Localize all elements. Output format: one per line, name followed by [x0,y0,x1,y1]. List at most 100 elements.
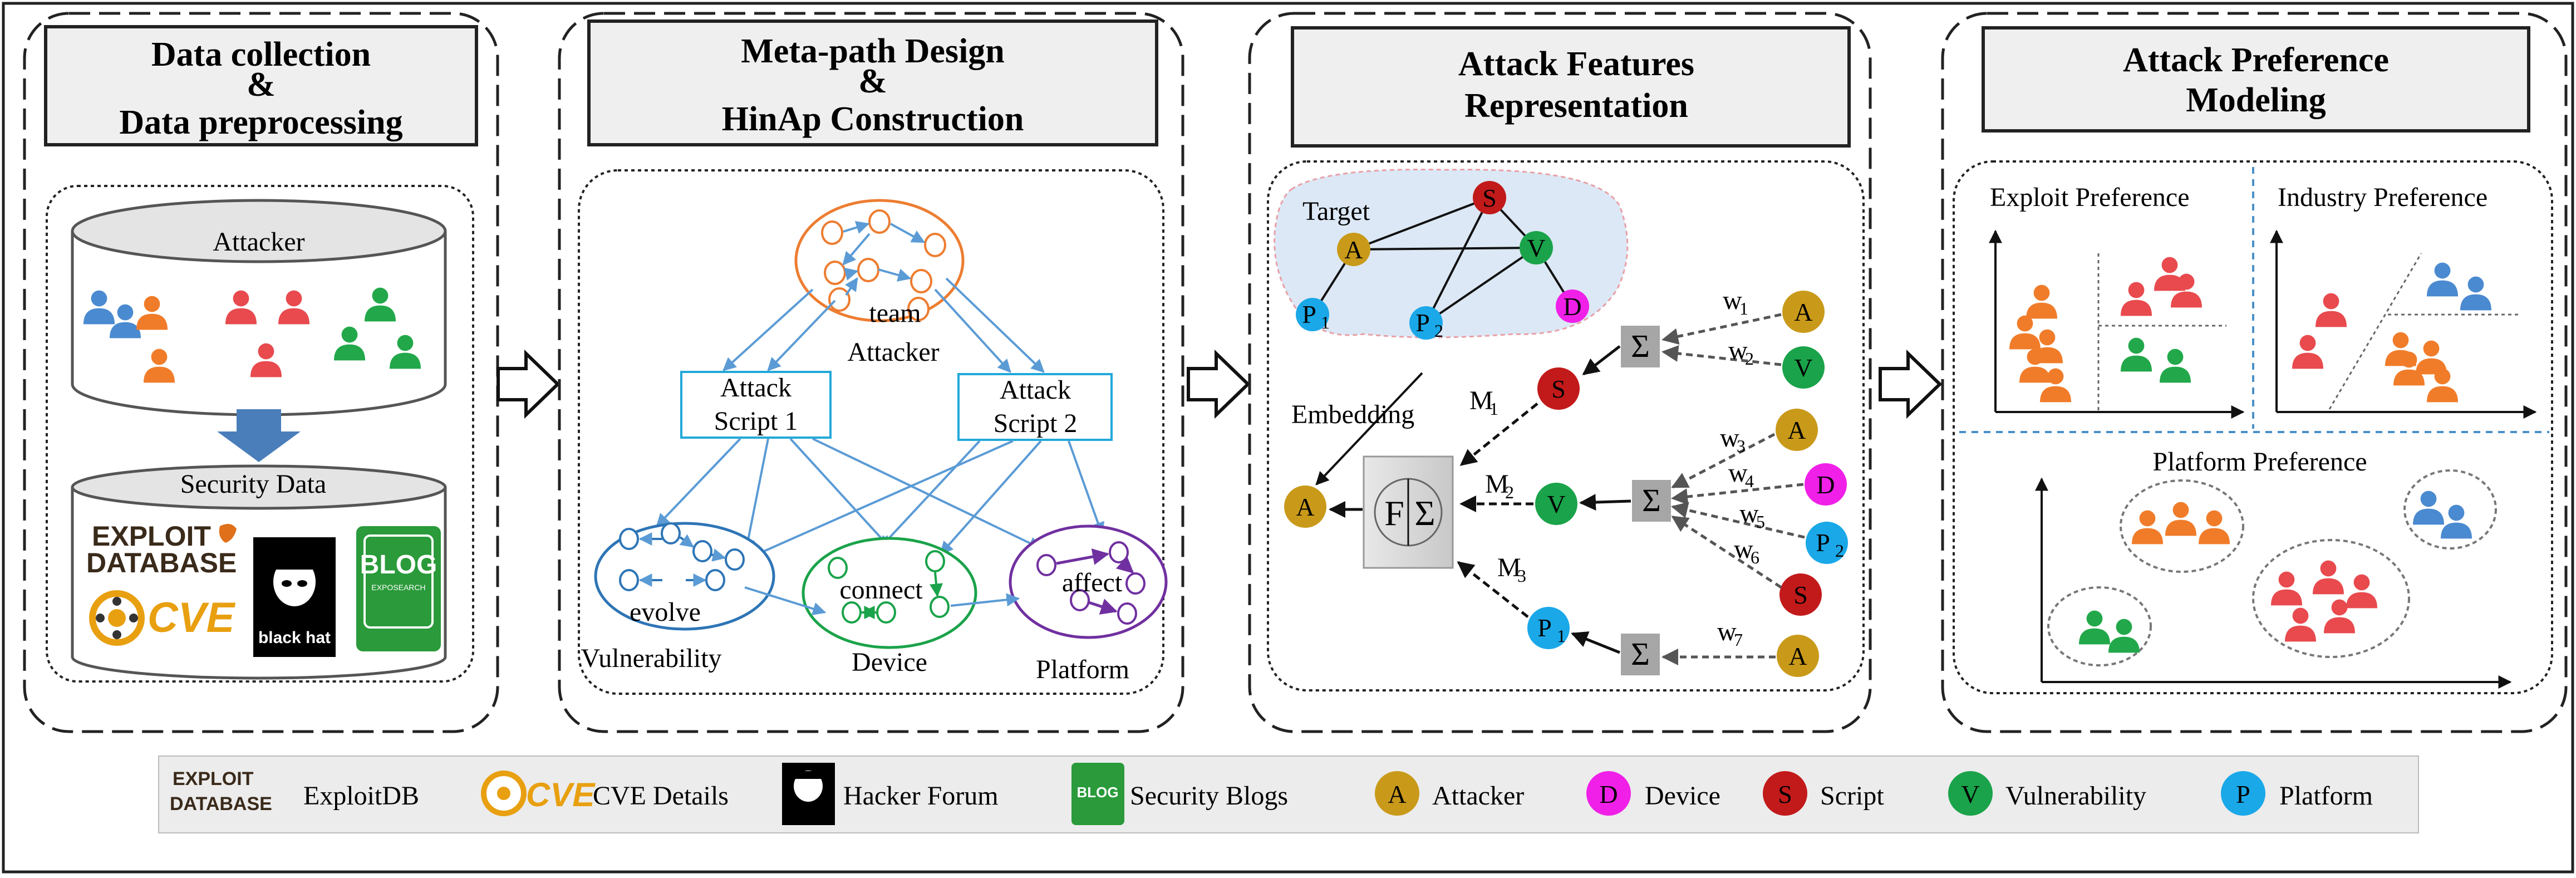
svg-text:Vulnerability: Vulnerability [2005,781,2146,811]
target-node-A: A [1337,233,1370,266]
svg-text:S: S [1482,184,1497,212]
legend-attacker: A Attacker [1375,771,1524,816]
input-node-A-3: A [1777,635,1819,677]
svg-text:EXPLOIT: EXPLOIT [173,768,254,789]
attacker-node-label: Attacker [847,337,939,367]
svg-text:P: P [1415,308,1430,337]
svg-text:A: A [1788,642,1807,670]
svg-text:D: D [1816,470,1835,499]
legend-script: S Script [1763,771,1884,816]
legend: EXPLOIT DATABASE ExploitDB CVE CVE Detai… [158,756,2419,833]
connect-label: connect [839,575,923,605]
svg-text:3: 3 [1737,436,1746,456]
panel1-title-line3: Data preprocessing [119,104,402,141]
svg-text:D: D [1563,292,1581,321]
metapath-node-S: S [1537,367,1580,410]
svg-text:Device: Device [1645,781,1720,811]
affect-label: affect [1062,568,1123,597]
legend-cve: CVE CVE Details [481,771,729,816]
w6-label: w [1734,534,1753,564]
target-node-V: V [1520,231,1553,264]
svg-text:P: P [1537,614,1552,642]
panel3-title-line1: Attack Features [1458,45,1694,83]
input-node-A-1: A [1782,291,1825,333]
input-node-V: V [1782,346,1825,389]
svg-text:EXPOSEARCH: EXPOSEARCH [371,583,425,592]
platform-preference-label: Platform Preference [2152,447,2367,477]
output-node-A: A [1284,485,1326,528]
flow-arrow-1 [496,349,561,419]
legend-platform: P Platform [2221,771,2373,816]
m3-label: M [1497,553,1521,582]
svg-text:5: 5 [1756,512,1765,532]
svg-text:BLOG: BLOG [1076,784,1118,801]
embedding-label: Embedding [1291,400,1414,429]
svg-text:S: S [1793,581,1808,609]
svg-text:CVE: CVE [526,776,596,813]
panel1-title-line1: Data collection [151,36,371,73]
evolve-label: evolve [630,597,701,627]
exploit-preference-label: Exploit Preference [1990,183,2190,212]
panel2-title-line3: HinAp Construction [722,100,1024,138]
svg-text:S: S [1778,780,1792,808]
exploit-database-logo: EXPLOIT DATABASE [86,521,237,578]
input-node-D: D [1805,463,1847,506]
w2-label: w [1728,336,1748,365]
down-arrow-icon [217,409,301,462]
legend-device: D Device [1586,771,1720,816]
svg-text:2: 2 [1835,541,1844,561]
svg-text:1: 1 [1321,312,1330,332]
target-node-D: D [1556,290,1589,323]
m1-label: M [1469,386,1493,415]
svg-text:Attack: Attack [720,373,792,403]
svg-text:4: 4 [1745,471,1754,491]
panel-attack-preference: Attack Preference Modeling Exploit Prefe… [1941,12,2568,733]
panel1-title-line2: & [247,66,276,104]
attacker-cylinder-label: Attacker [213,227,304,257]
svg-text:1: 1 [1557,626,1566,646]
svg-text:2: 2 [1505,482,1514,502]
legend-hacker-forum: Hacker Forum [782,763,999,825]
svg-text:P: P [1816,528,1830,557]
svg-text:P: P [1302,300,1316,328]
device-label: Device [852,648,927,677]
svg-text:6: 6 [1751,547,1759,567]
svg-text:BLOG: BLOG [360,550,437,580]
aggregation-box: F Σ [1363,455,1454,569]
m2-label: M [1485,469,1509,499]
vulnerability-cluster [594,522,775,631]
svg-text:Platform: Platform [2279,781,2373,811]
svg-text:Script 2: Script 2 [994,409,1078,438]
svg-text:3: 3 [1517,566,1526,586]
target-label: Target [1302,197,1370,226]
svg-text:V: V [1527,234,1545,262]
svg-text:A: A [1296,493,1314,521]
svg-text:Σ: Σ [1414,493,1435,533]
svg-text:Script: Script [1820,781,1884,811]
svg-text:Script 1: Script 1 [714,406,798,436]
security-data-label: Security Data [180,469,327,499]
svg-text:Hacker Forum: Hacker Forum [843,781,999,811]
svg-text:black hat: black hat [258,629,331,647]
panel3-title-line2: Representation [1464,87,1688,125]
legend-exploitdb: EXPLOIT DATABASE ExploitDB [170,768,419,815]
sigma-box-3: Σ [1621,634,1660,675]
svg-text:CVE Details: CVE Details [593,781,729,811]
svg-text:DATABASE: DATABASE [170,793,272,815]
flow-arrow-2 [1187,349,1251,419]
panel4-title-line1: Attack Preference [2123,41,2389,79]
cve-logo: CVE [89,590,236,646]
industry-preference-label: Industry Preference [2278,183,2487,212]
svg-text:V: V [1961,780,1979,808]
flow-arrow-3 [1879,349,1943,419]
svg-text:A: A [1344,236,1363,264]
input-node-S: S [1779,573,1822,616]
panel2-title-line2: & [858,62,887,100]
panel2-title-line1: Meta-path Design [741,32,1005,70]
